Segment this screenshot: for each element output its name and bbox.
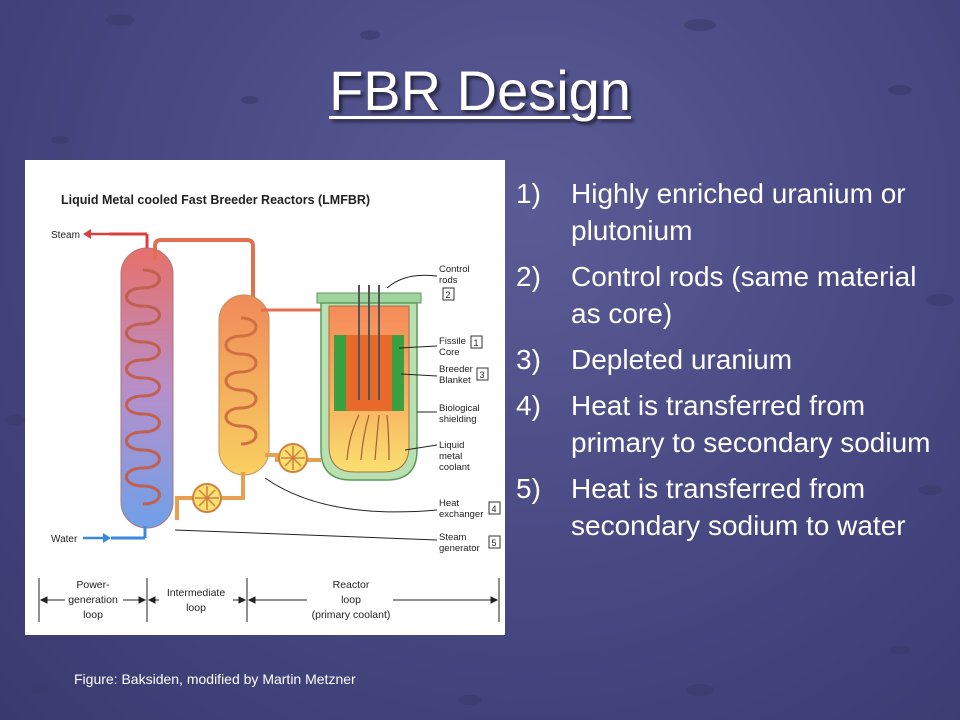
leader-lines [174,274,438,541]
lmfbr-diagram-svg: Liquid Metal cooled Fast Breeder Reactor… [38,193,501,622]
lmfbr-diagram: Liquid Metal cooled Fast Breeder Reactor… [25,160,505,635]
breeder-blanket-right [392,335,404,411]
primary-pump-blades [281,446,305,470]
water-label: Water [51,534,78,545]
badge-4: 4 [488,501,501,515]
badge-5: 5 [488,535,501,549]
bullet-list: 1)Highly enriched uranium or plutonium 2… [516,175,936,553]
steam-generator-coil [125,268,161,506]
steam-arrow-head [83,229,91,239]
list-item-2: 2)Control rods (same material as core) [516,261,917,329]
heat-exchanger-coil [224,316,258,446]
diagram-title: Liquid Metal cooled Fast Breeder Reactor… [61,193,370,207]
list-item-5: 5)Heat is transferred from secondary sod… [516,473,906,541]
badge-1: 1 [470,335,483,349]
figure-caption: Figure: Baksiden, modified by Martin Met… [74,671,356,687]
badge-3: 3 [476,367,489,381]
water-arrow-head [103,533,111,543]
intermediate-pump-blades [195,486,219,510]
loop-arrows [39,596,499,604]
badge-2: 2 [442,287,455,301]
coolant-flow-arrows [346,414,390,461]
intermediate-hot-pipe [153,238,255,300]
svg-text:1: 1 [474,338,479,348]
list-item-4: 4)Heat is transferred from primary to se… [516,390,931,458]
loop-dividers [38,578,500,622]
svg-text:3: 3 [480,370,485,380]
svg-text:5: 5 [492,538,497,548]
svg-text:4: 4 [492,504,497,514]
list-item-3: 3)Depleted uranium [516,344,793,375]
steam-label: Steam [51,230,80,241]
list-item-1: 1)Highly enriched uranium or plutonium [516,178,906,246]
breeder-blanket-left [334,335,346,411]
slide-title: FBR Design [329,59,631,122]
svg-text:2: 2 [446,290,451,300]
